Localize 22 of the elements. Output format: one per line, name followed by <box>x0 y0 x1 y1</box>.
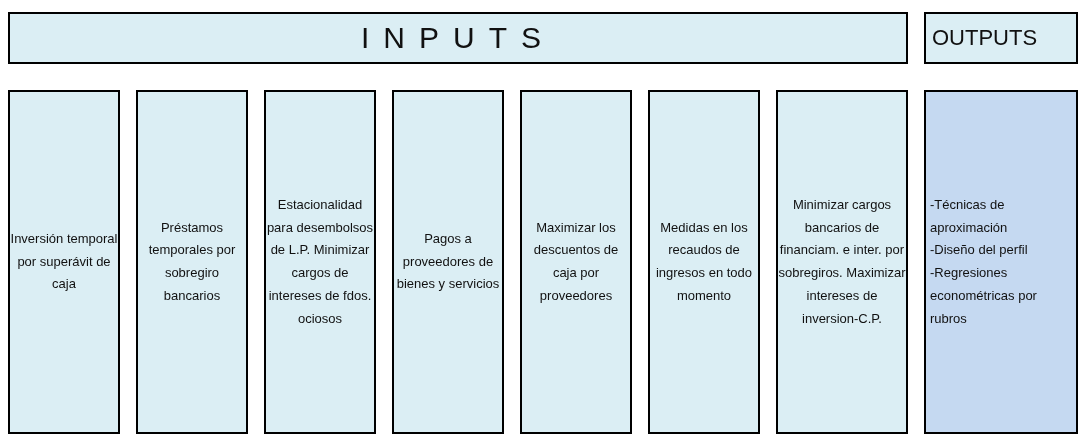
cell-text: Préstamos temporales por sobregiro bancarios <box>147 218 237 305</box>
cell-text: Pagos a proveedores de bienes y servicios <box>395 229 501 294</box>
cell-text: Inversión temporal por superávit de caja <box>10 229 118 294</box>
input-column <box>520 90 632 434</box>
heading: OUTPUTS <box>932 23 1038 52</box>
cell-text: Medidas en los recaudos de ingresos en todo momento <box>654 218 754 305</box>
input-column <box>136 90 248 434</box>
cell-text: Maximizar los descuentos de caja por proveedores <box>532 218 620 305</box>
input-column <box>8 90 120 434</box>
cell-text: Estacionalidad para desembolsos de L.P. Minimizar cargos de intereses de fdos. ociosos <box>266 195 374 328</box>
cell-text: Minimizar cargos bancarios de financiam. e inter. por sobregiros. Maximizar intereses de inversion-C.P. <box>778 195 906 328</box>
cell-text: -Regresiones econométricas por rubros <box>930 264 1038 328</box>
heading: INPUTS <box>361 19 555 56</box>
input-column <box>264 90 376 434</box>
title-band <box>8 12 908 64</box>
title-band <box>924 12 1078 64</box>
cell-text: -Técnicas de aproximación <box>930 195 1009 237</box>
cell-text: -Diseño del perfil <box>930 241 1028 260</box>
output-column <box>924 90 1078 434</box>
input-column <box>392 90 504 434</box>
input-column <box>776 90 908 434</box>
input-column <box>648 90 760 434</box>
